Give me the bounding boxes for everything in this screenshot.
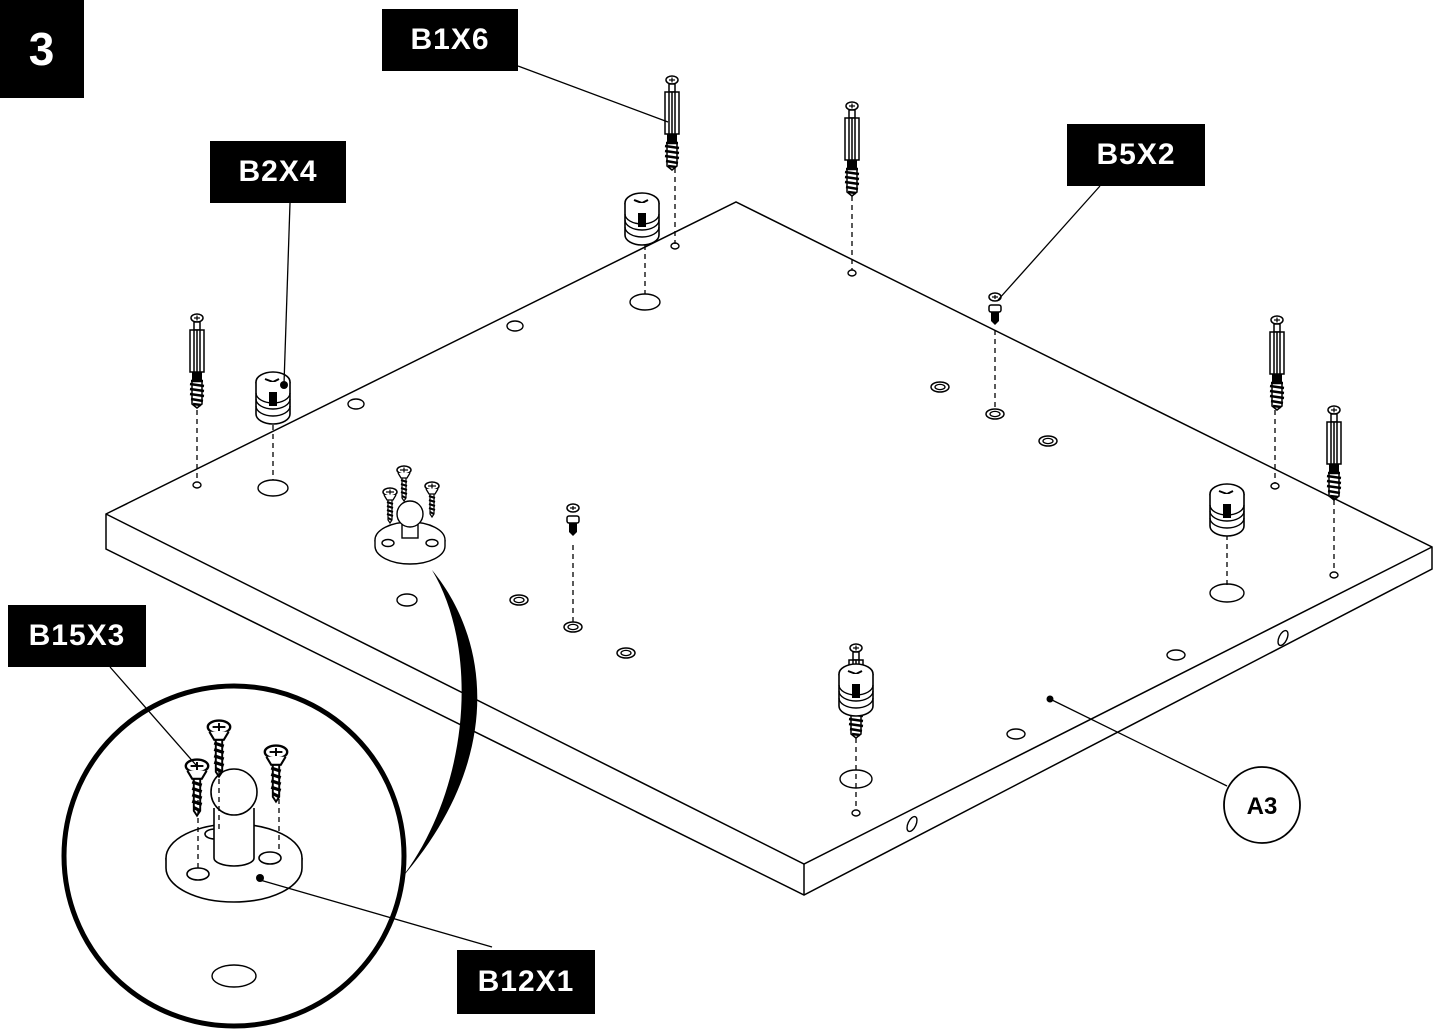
- leader-lines: [109, 65, 1228, 948]
- label-b15x3: B15X3: [8, 605, 146, 667]
- cam-bolt: [663, 74, 681, 172]
- panel-label-circle: [1223, 766, 1301, 844]
- label-b12x1: B12X1: [457, 950, 595, 1014]
- guide-lines: [196, 168, 1335, 985]
- panel-a3: [105, 201, 1433, 896]
- label-b2x4: B2X4: [210, 141, 346, 203]
- ball-catch-small: [374, 500, 446, 565]
- label-b1x6: B1X6: [382, 9, 518, 71]
- step-number: 3: [0, 0, 84, 98]
- label-b5x2: B5X2: [1067, 124, 1205, 186]
- panel-label: A3: [1247, 793, 1278, 820]
- detail-circle: [61, 683, 407, 1029]
